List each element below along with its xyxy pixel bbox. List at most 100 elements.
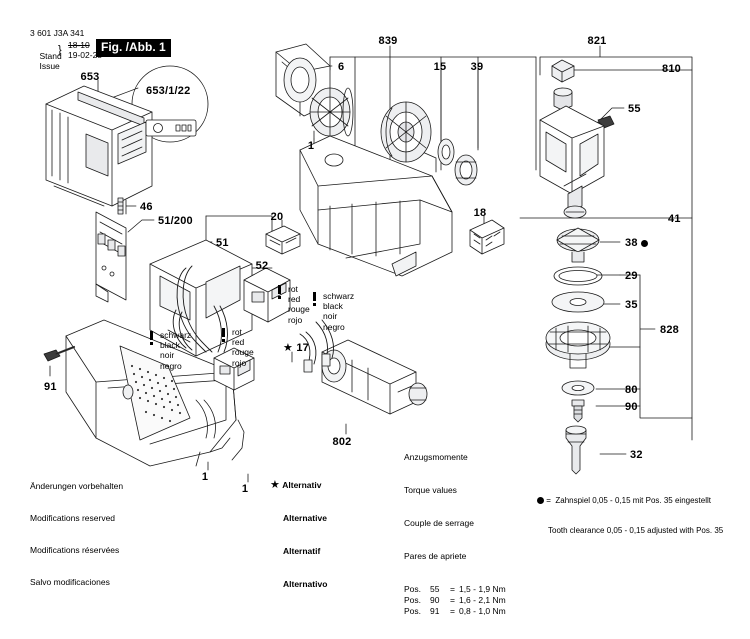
part-label-text: 35 [625, 299, 638, 311]
wire-color-line: rot [232, 327, 242, 337]
header-issue-label: Issue [39, 60, 60, 71]
star-icon: ★ [283, 342, 294, 354]
part-label-text: 6 [338, 61, 345, 73]
header-date-old: 18-10 [68, 40, 90, 50]
callout-653-1-22: 653/1/22 [146, 85, 191, 97]
part-label-text: 55 [628, 103, 641, 115]
part-label-90: 90 [625, 402, 638, 413]
torque-row: Pos.55=1,5 - 1,9 Nm [404, 584, 506, 595]
part-label-29: 29 [625, 271, 638, 282]
part-label-text: 1 [241, 483, 249, 495]
part-label-653: 653 [81, 72, 100, 83]
torque-title-en: Torque values [404, 485, 457, 495]
torque-pos-number: 55 [430, 584, 440, 594]
wire-color-line: noir [323, 311, 338, 322]
wire-color-line: rouge [232, 347, 254, 358]
torque-pos-number: 91 [430, 606, 440, 616]
legend-alternative: ★ Alternativ Alternative Alternatif Alte… [270, 458, 327, 612]
part-label-text: 80 [625, 384, 638, 396]
torque-pos-label: Pos. [404, 606, 422, 616]
part-label-15: 15 [434, 62, 447, 73]
part-label-828: 828 [660, 325, 679, 336]
part-label-text: 821 [587, 35, 607, 47]
torque-pos-number: 90 [430, 595, 440, 605]
figure-box: Fig. /Abb. 1 [96, 39, 171, 57]
torque-equals: = [450, 606, 455, 616]
torque-title-fr: Couple de serrage [404, 518, 474, 528]
part-label-text: 51/200 [158, 215, 193, 227]
exclamation-marker-icon [313, 292, 316, 306]
header-date-new: 19-02-28 [68, 50, 103, 60]
part-label-6: 6 [338, 62, 344, 73]
part-label-1-mid: 1 [308, 141, 314, 152]
wire-color-line: noir [160, 350, 175, 361]
part-label-text: 51 [216, 237, 229, 249]
legend-torque: Anzugsmomente Torque values Couple de se… [404, 430, 506, 639]
exclamation-marker-icon [150, 331, 153, 345]
wire-color-line: rojo [232, 357, 247, 368]
filled-dot-icon [537, 497, 544, 505]
wire-color-line: negro [323, 321, 345, 332]
part-label-810: 810 [662, 64, 681, 75]
torque-pos-label: Pos. [404, 584, 422, 594]
torque-row: Pos.90=1,6 - 2,1 Nm [404, 595, 506, 606]
part-label-text: 38 [625, 237, 638, 249]
wire-color-line: schwarz [160, 330, 192, 340]
legend-alternative-de: ★ Alternativ [270, 479, 322, 491]
part-label-1-body: 1 [242, 484, 248, 495]
legend-modifications-de: Änderungen vorbehalten [30, 481, 124, 492]
part-label-20: 20 [271, 212, 284, 223]
legend-modifications-en: Modifications reserved [30, 512, 116, 523]
part-label-32: 32 [630, 450, 643, 461]
part-label-1-left: 1 [202, 472, 208, 483]
wire-color-line: black [160, 340, 180, 351]
header-stand-label: Stand [39, 50, 62, 61]
part-label-text: 810 [662, 63, 681, 75]
part-label-839: 839 [379, 36, 398, 47]
wire-color-line: rot [288, 284, 298, 294]
part-label-51: 51 [216, 238, 229, 249]
part-label-text: 15 [433, 61, 447, 73]
part-label-18: 18 [474, 208, 487, 219]
part-label-text: 1 [201, 471, 209, 483]
part-label-text: 46 [140, 201, 153, 213]
wire-color-line: black [323, 301, 343, 312]
torque-value: 0,8 - 1,0 Nm [458, 606, 506, 616]
header-brace: } [58, 44, 62, 56]
part-label-51/200: 51/200 [158, 216, 193, 227]
torque-title-de: Anzugsmomente [404, 452, 468, 462]
part-label-text: 839 [378, 35, 398, 47]
parts-diagram-sheet: 3 601 J3A 341 Stand Issue } 18-10 19-02-… [30, 28, 723, 616]
legend-alternative-en: Alternative [283, 513, 327, 523]
torque-row: Pos. 91 =0,8 - 1,0 Nm [404, 606, 506, 617]
exclamation-marker-icon [278, 285, 281, 299]
part-label-text: 18 [473, 207, 487, 219]
part-label-802: 802 [333, 437, 352, 448]
exclamation-marker-icon [222, 328, 225, 342]
wire-color-line: rojo [288, 314, 303, 325]
part-label-17: ★ 17 [283, 343, 309, 354]
wire-color-line: rouge [288, 304, 310, 315]
part-label-text: 39 [470, 61, 484, 73]
part-label-35: 35 [625, 300, 638, 311]
part-label-text: 91 [44, 381, 57, 393]
wire-color-line: red [232, 337, 245, 348]
torque-pos-label: Pos. [404, 595, 422, 605]
part-label-text: 20 [270, 211, 284, 223]
part-label-80: 80 [625, 385, 638, 396]
header-part-number: 3 601 J3A 341 [30, 28, 85, 38]
part-label-text: 17 [296, 342, 309, 354]
tooth-clearance-en: Tooth clearance 0,05 - 0,15 adjusted wit… [548, 526, 724, 535]
wire-color-line: negro [160, 360, 182, 371]
part-label-46: 46 [140, 202, 153, 213]
part-label-text: 90 [625, 401, 638, 413]
legend-alternative-fr: Alternatif [283, 546, 321, 556]
tooth-clearance-de: = Zahnspiel 0,05 - 0,15 mit Pos. 35 eing… [534, 496, 723, 506]
part-label-text: 29 [625, 270, 638, 282]
part-label-text: 653 [80, 71, 100, 83]
legend-modifications: Änderungen vorbehalten Modifications res… [30, 460, 123, 608]
